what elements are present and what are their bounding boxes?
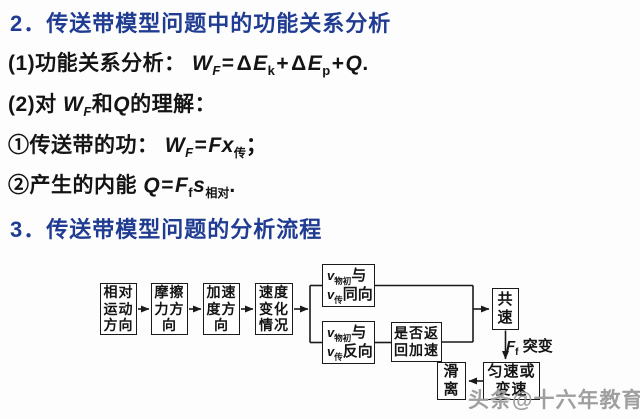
line2-prefix: (2)对 — [8, 93, 57, 116]
box-friction-direction: 摩擦 力方 向 — [151, 283, 188, 335]
var-s: s — [193, 174, 206, 197]
connector-lines — [138, 284, 509, 385]
label-text: 突变 — [522, 338, 553, 355]
box-velocity-change: 速度 变化 情况 — [255, 283, 293, 335]
box-text: 共 — [497, 291, 514, 308]
var-Q: Q — [113, 93, 131, 116]
box-text: 回加速 — [394, 342, 439, 358]
delta-2: Δ — [291, 52, 307, 75]
box-text: v传反向 — [327, 343, 373, 362]
box-text: 摩擦 — [154, 283, 185, 300]
delta-1: Δ — [236, 52, 253, 75]
sub-f: f — [515, 347, 519, 358]
box-v-opposite-direction: v物初与 v传反向 — [322, 321, 375, 364]
var-Q: Q — [143, 174, 161, 197]
line4-prefix: ②产生的内能 — [8, 174, 137, 197]
box-text: 相对 — [103, 283, 134, 300]
box-text: 向 — [162, 317, 177, 334]
heading-3: 3．传送带模型问题的分析流程 — [10, 217, 323, 242]
watermark: 头条@十六年教育 — [468, 389, 640, 412]
box-return-accelerate: 是否返 回加速 — [391, 322, 442, 362]
var-Fx: Fx — [208, 134, 234, 157]
var-W: W — [63, 93, 84, 116]
period: . — [229, 174, 236, 197]
sub-F: F — [212, 63, 221, 79]
equals-sign: = — [161, 174, 174, 197]
box-text: 变化 — [259, 300, 289, 317]
box-text: v物初与 — [327, 267, 366, 286]
sub-belt: 传 — [233, 146, 246, 161]
plus-2: + — [331, 52, 345, 75]
box-acceleration-direction: 加速 度方 向 — [203, 283, 240, 335]
equals-sign: = — [221, 52, 235, 75]
var-v: v — [327, 267, 335, 283]
var-E1: E — [253, 52, 268, 75]
box-text: 速度 — [259, 283, 289, 300]
flowchart-connectors — [138, 284, 509, 385]
box-text: v传同向 — [327, 286, 373, 305]
box-text: 度方 — [206, 300, 237, 317]
line2-suffix: 的理解： — [130, 93, 217, 116]
var-W: W — [192, 52, 213, 75]
sub-object-initial: 物初 — [334, 275, 352, 286]
sub-relative: 相对 — [205, 186, 230, 201]
box-uniform-or-variable: 匀速或 变速 — [483, 362, 540, 400]
line1-prefix: (1)功能关系分析： — [8, 52, 186, 75]
flowchart: 相对 运动 方向 摩擦 力方 向 加速 度方 向 速度 变化 情况 v物初与 v… — [0, 255, 640, 419]
box-text: 滑 — [443, 363, 460, 380]
semicolon: ； — [245, 134, 268, 157]
var-W: W — [164, 134, 186, 157]
conj-with: 与 — [351, 266, 367, 284]
var-v: v — [327, 324, 335, 340]
sub-k: k — [267, 63, 276, 79]
box-v-same-direction: v物初与 v传同向 — [322, 264, 375, 307]
conj-with: 与 — [351, 323, 367, 341]
line-heat: ②产生的内能 Q=Ffs相对. — [8, 169, 236, 199]
equals-sign: = — [194, 134, 208, 157]
box-text: 运动 — [103, 300, 134, 317]
box-text: 力方 — [154, 300, 185, 317]
var-E2: E — [307, 52, 323, 75]
box-text: 情况 — [259, 317, 289, 334]
line2-and: 和 — [91, 93, 114, 116]
dir-same: 同向 — [342, 285, 373, 303]
box-relative-motion-direction: 相对 运动 方向 — [100, 283, 137, 335]
sub-f: f — [188, 185, 194, 201]
sub-belt: 传 — [334, 351, 343, 362]
line-understanding: (2)对 WF和Q的理解： — [8, 88, 216, 118]
var-v: v — [327, 343, 335, 359]
box-text: 加速 — [206, 283, 237, 300]
box-text: 方向 — [103, 317, 134, 334]
box-text: 向 — [214, 317, 229, 334]
plus-1: + — [276, 52, 290, 75]
heading-2: 2．传送带模型问题中的功能关系分析 — [10, 11, 392, 36]
label-friction-sudden-change: Ff 突变 — [506, 335, 553, 358]
box-text: 是否返 — [394, 325, 439, 342]
sub-F: F — [185, 145, 194, 161]
box-text: 速 — [497, 309, 514, 326]
box-text: v物初与 — [327, 324, 366, 343]
sub-belt: 传 — [334, 294, 343, 305]
box-text: 匀速或 — [487, 363, 536, 380]
dir-opposite: 反向 — [342, 342, 373, 360]
box-text: 离 — [443, 381, 460, 398]
line-belt-work: ①传送带的功： WF=Fx传； — [8, 129, 267, 159]
box-common-speed: 共 速 — [492, 288, 519, 330]
var-Q: Q — [345, 52, 363, 75]
sub-object-initial: 物初 — [334, 332, 352, 343]
var-F: F — [174, 174, 189, 197]
period: . — [362, 52, 369, 75]
sub-F: F — [83, 104, 92, 120]
sub-p: p — [322, 63, 331, 79]
box-slip-off: 滑 离 — [437, 362, 466, 400]
var-F: F — [506, 338, 516, 355]
var-v: v — [327, 286, 335, 302]
line-energy-relation: (1)功能关系分析： WF=ΔEk+ΔEp+Q. — [8, 47, 369, 77]
box-text: 变速 — [495, 381, 528, 398]
line3-prefix: ①传送带的功： — [8, 134, 159, 157]
